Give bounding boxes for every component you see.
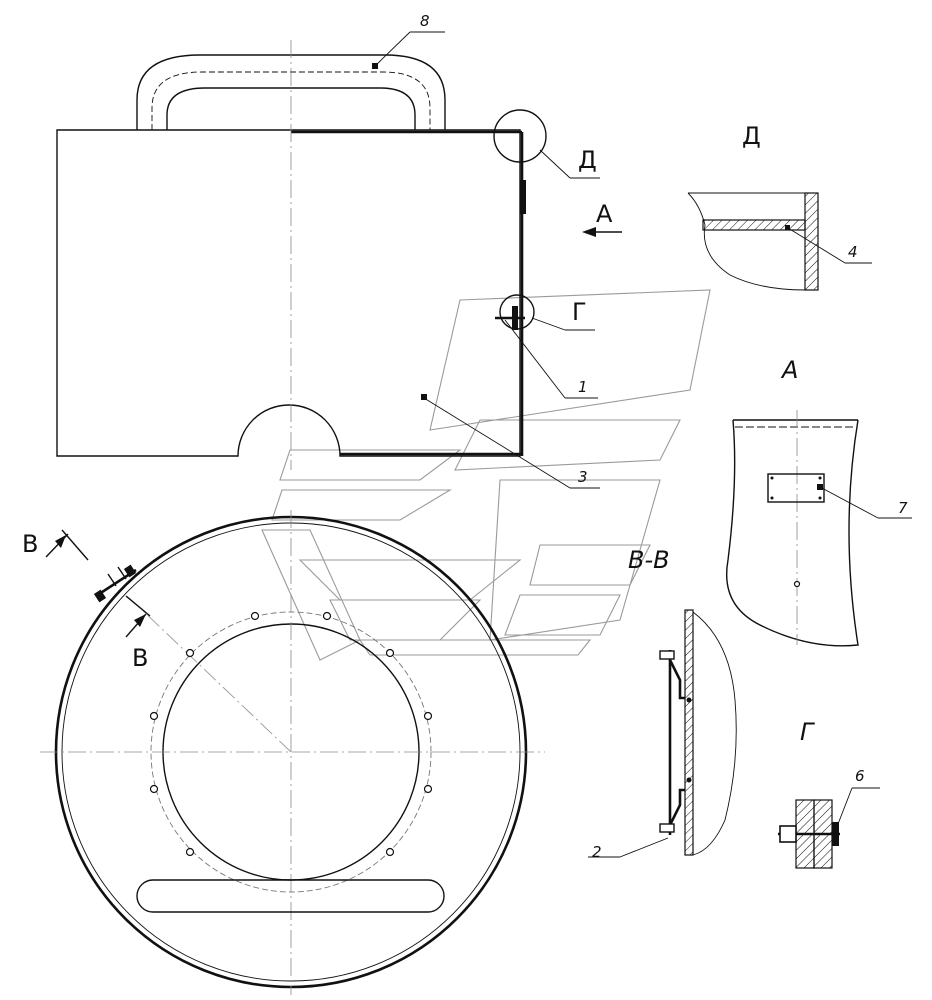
front-view (56, 31, 622, 489)
arrow-a-label: А (596, 200, 613, 228)
view-g-title: Г (800, 718, 815, 746)
watermark-logo (261, 289, 711, 661)
handle-inner (166, 87, 416, 130)
position-7: 7 (898, 499, 908, 517)
callout-circle-d (493, 109, 547, 163)
rim-clamp (93, 564, 137, 603)
section-bb-title: В-В (628, 546, 670, 574)
view-a-title: А (780, 356, 798, 384)
view-d-title: Д (742, 122, 761, 150)
round-view (40, 510, 545, 995)
position-2: 2 (592, 843, 602, 861)
handle-outer (136, 54, 446, 130)
position-1: 1 (578, 378, 588, 396)
section-mark-bottom: В (132, 644, 148, 672)
callout-circle-g (499, 294, 535, 330)
callout-g-label: Г (572, 298, 587, 326)
hinge-mark (520, 180, 526, 214)
section-bb (588, 609, 737, 858)
detail-view-g (778, 787, 880, 869)
detail-view-d (687, 192, 872, 291)
bolt-holes (149, 611, 433, 857)
position-6: 6 (855, 767, 865, 785)
position-8: 8 (420, 12, 430, 30)
slot (136, 879, 445, 913)
position-4: 4 (848, 243, 858, 261)
section-mark-top: В (22, 530, 38, 558)
position-3: 3 (578, 468, 588, 486)
body-outline (56, 129, 521, 457)
callout-d-label: Д (578, 146, 597, 174)
view-a (726, 410, 912, 647)
